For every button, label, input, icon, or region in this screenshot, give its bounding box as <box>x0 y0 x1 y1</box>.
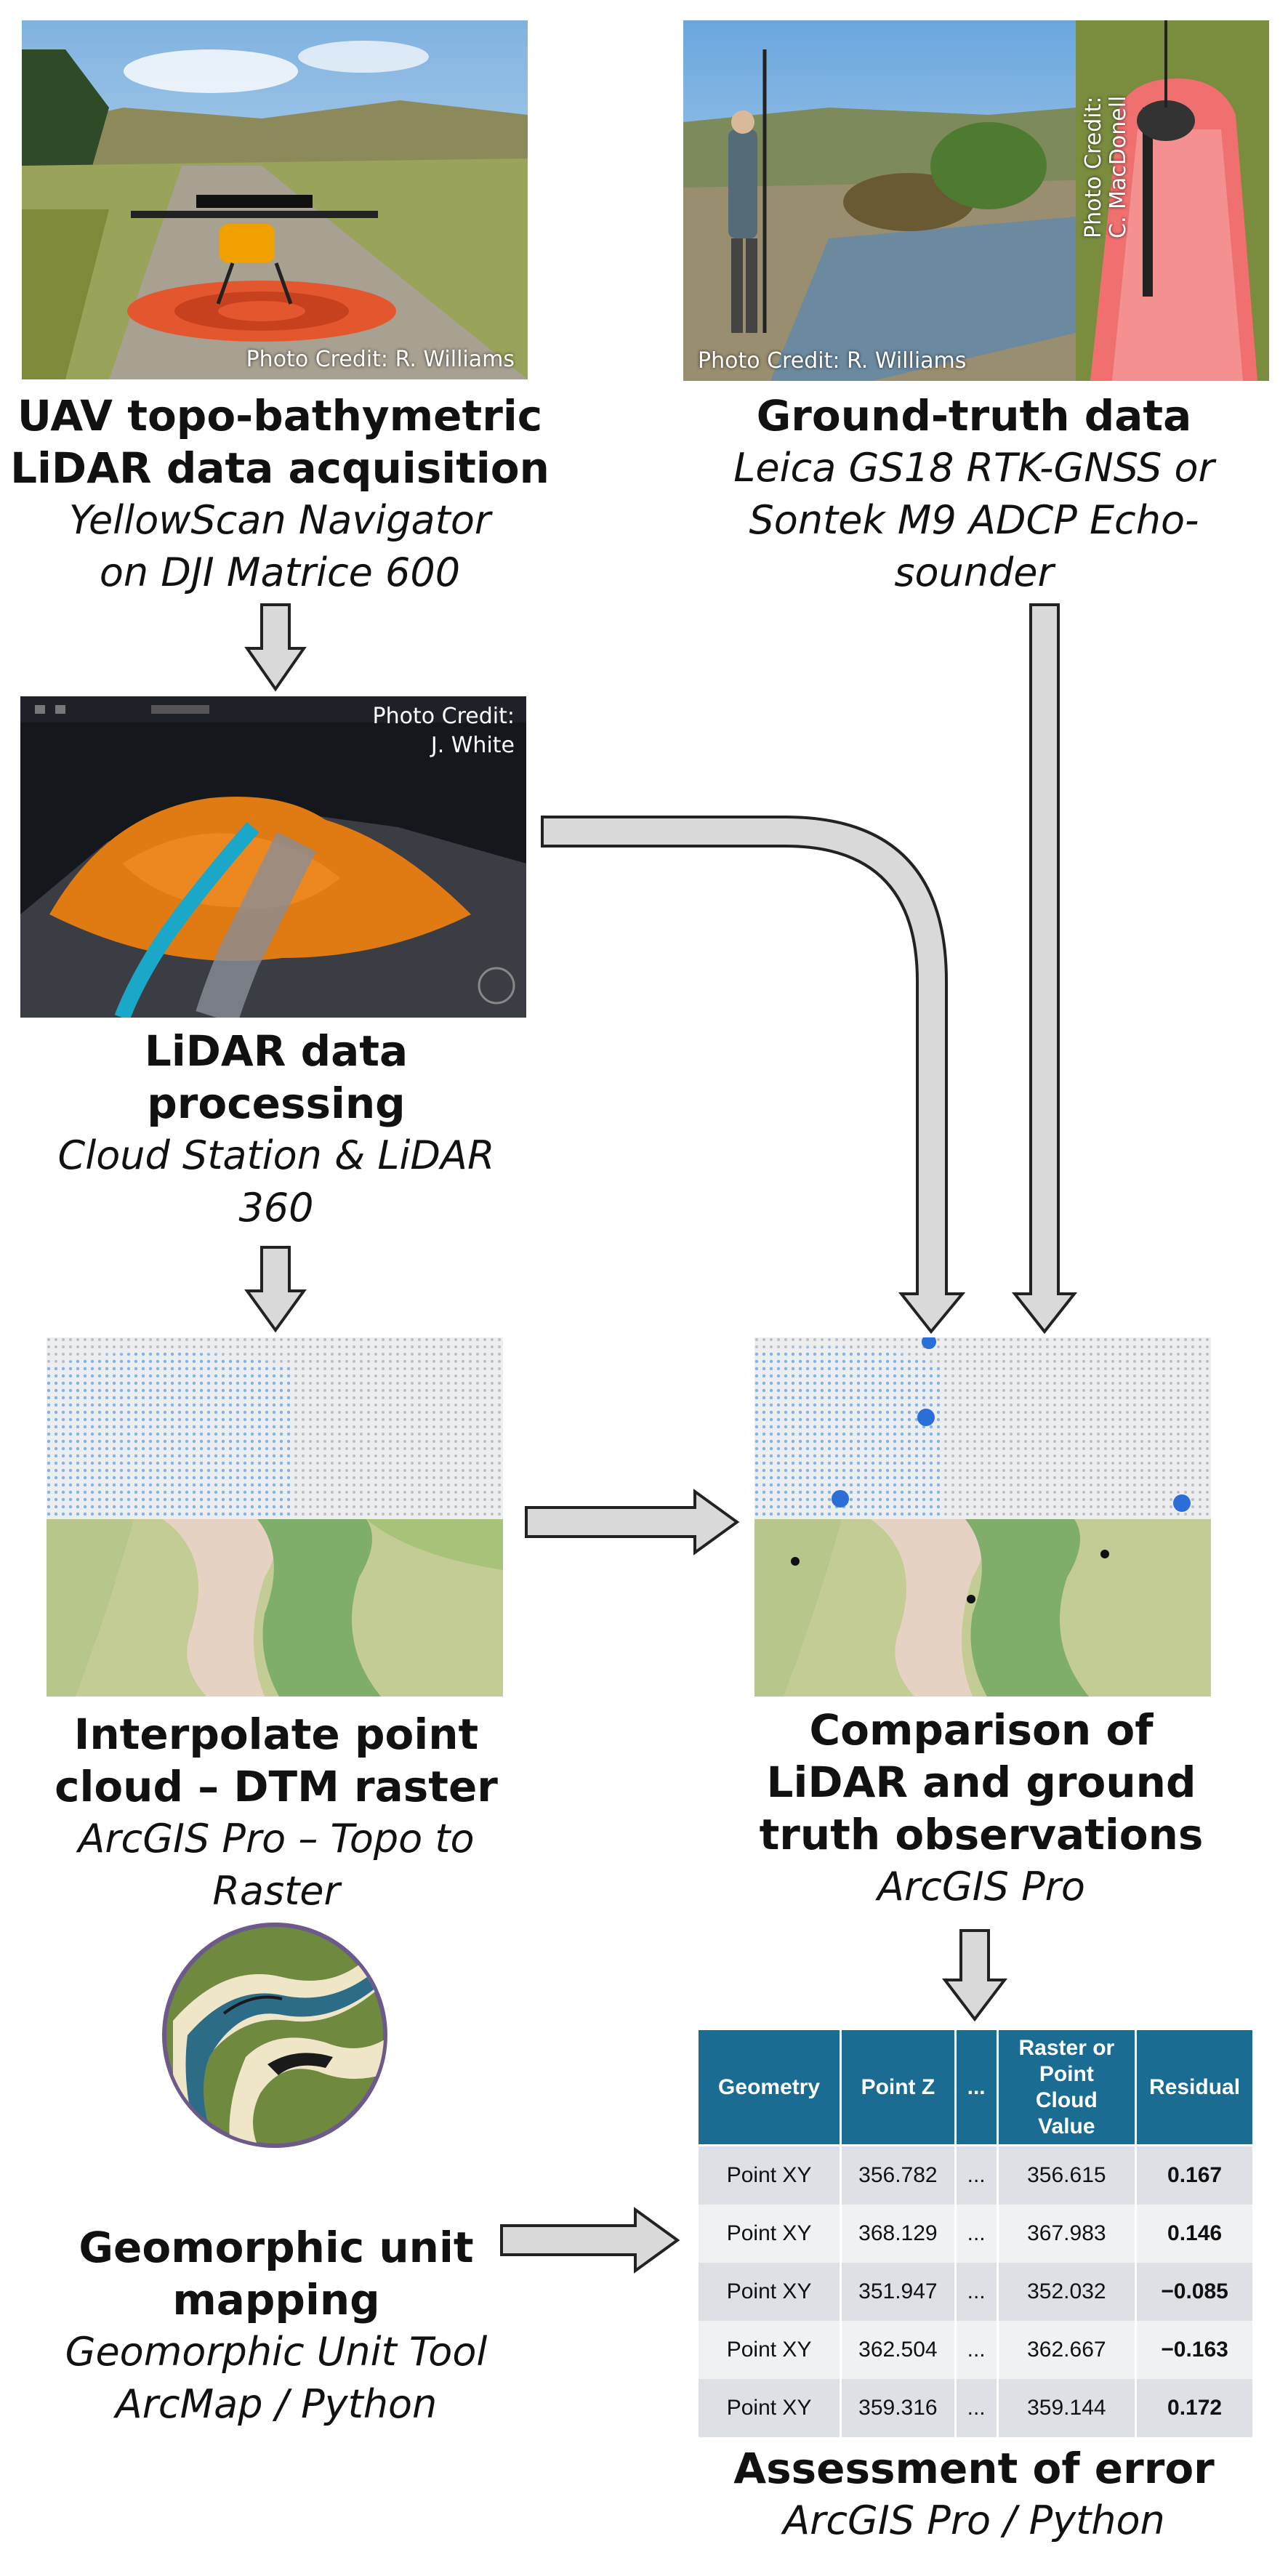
comparison-title-line-2: LiDAR and ground <box>766 1758 1196 1807</box>
cell-ellipsis: ... <box>954 2263 999 2321</box>
cell-residual: 0.172 <box>1135 2379 1255 2437</box>
table-row: Point XY 351.947 ... 352.032 −0.085 <box>696 2263 1255 2321</box>
interpolate-caption: Interpolate point cloud – DTM raster Arc… <box>0 1708 552 1917</box>
processing-title-line-1: LiDAR data <box>144 1026 408 1076</box>
processing-subtitle-line-1: Cloud Station & LiDAR <box>57 1132 495 1178</box>
cell-residual: −0.163 <box>1135 2321 1255 2379</box>
cell-raster-value: 362.667 <box>996 2321 1138 2379</box>
table-row: Point XY 362.504 ... 362.667 −0.163 <box>696 2321 1255 2379</box>
interpolation-art <box>47 1337 503 1696</box>
ground-truth-title: Ground-truth data <box>756 391 1192 440</box>
cell-point-z: 368.129 <box>840 2205 957 2263</box>
table-header-ellipsis: ... <box>954 2028 999 2146</box>
lidar-processing-credit-line-1: Photo Credit: <box>372 704 515 729</box>
lidar-processing-art <box>20 696 526 1018</box>
arrow-processing-to-comparison <box>541 816 966 1335</box>
table-header-residual: Residual <box>1135 2028 1255 2146</box>
cell-ellipsis: ... <box>954 2321 999 2379</box>
geomorphic-caption: Geomorphic unit mapping Geomorphic Unit … <box>0 2221 552 2431</box>
cell-ellipsis: ... <box>954 2205 999 2263</box>
geomorphic-unit-art <box>162 1923 387 2148</box>
uav-title-line-2: LiDAR data acquisition <box>10 443 550 493</box>
cell-point-z: 359.316 <box>840 2379 957 2437</box>
cell-point-z: 356.782 <box>840 2145 957 2205</box>
geomorphic-subtitle-line-2: ArcMap / Python <box>115 2381 438 2427</box>
interpolation-image <box>47 1337 503 1696</box>
table-row: Point XY 368.129 ... 367.983 0.146 <box>696 2205 1255 2263</box>
lidar-processing-credit-line-2: J. White <box>430 733 515 758</box>
arrow-acquisition-to-processing <box>244 603 307 692</box>
comparison-title-line-1: Comparison of <box>809 1705 1154 1755</box>
uav-photo-credit: Photo Credit: R. Williams <box>246 347 515 372</box>
uav-photo: Photo Credit: R. Williams <box>22 20 528 379</box>
arrow-ground-truth-to-comparison <box>1011 603 1078 1335</box>
cell-raster-value: 359.144 <box>996 2379 1138 2437</box>
cell-ellipsis: ... <box>954 2145 999 2205</box>
interpolate-title-line-1: Interpolate point <box>73 1710 479 1759</box>
arrow-processing-to-interpolation <box>244 1246 307 1333</box>
interpolate-subtitle-line-1: ArcGIS Pro – Topo to <box>78 1816 475 1861</box>
table-header-row: Geometry Point Z ... Raster or Point Clo… <box>696 2028 1255 2146</box>
geomorphic-unit-icon <box>158 1919 391 2152</box>
interpolate-title-line-2: cloud – DTM raster <box>55 1762 498 1811</box>
comparison-image <box>754 1337 1211 1696</box>
ground-truth-subtitle-line-1: Leica GS18 RTK-GNSS or <box>733 445 1215 491</box>
cell-ellipsis: ... <box>954 2379 999 2437</box>
cell-point-z: 351.947 <box>840 2263 957 2321</box>
ground-truth-subtitle-line-3: sounder <box>894 550 1054 595</box>
comparison-title-line-3: truth observations <box>759 1810 1204 1859</box>
assessment-caption: Assessment of error ArcGIS Pro / Python <box>683 2442 1265 2547</box>
table-header-point-z: Point Z <box>840 2028 957 2146</box>
uav-photo-art <box>22 20 528 379</box>
arrow-interpolation-to-comparison <box>525 1489 740 1555</box>
comparison-subtitle: ArcGIS Pro <box>877 1864 1085 1909</box>
arrow-comparison-to-assessment <box>941 1929 1008 2022</box>
ground-truth-photo-art <box>683 20 1269 381</box>
uav-subtitle-line-1: YellowScan Navigator <box>68 497 491 543</box>
table-row: Point XY 359.316 ... 359.144 0.172 <box>696 2379 1255 2437</box>
comparison-art <box>754 1337 1211 1696</box>
ground-truth-subtitle-line-2: Sontek M9 ADCP Echo- <box>749 497 1199 543</box>
ground-truth-caption: Ground-truth data Leica GS18 RTK-GNSS or… <box>676 390 1272 599</box>
cell-raster-value: 352.032 <box>996 2263 1138 2321</box>
cell-geometry: Point XY <box>696 2379 842 2437</box>
lidar-processing-credit: Photo Credit: J. White <box>373 702 515 760</box>
processing-title-line-2: processing <box>147 1079 406 1128</box>
uav-caption: UAV topo-bathymetric LiDAR data acquisit… <box>0 390 560 599</box>
assessment-subtitle: ArcGIS Pro / Python <box>783 2497 1165 2543</box>
interpolate-subtitle-line-2: Raster <box>212 1868 340 1914</box>
cell-geometry: Point XY <box>696 2263 842 2321</box>
table-header-raster-value: Raster or Point Cloud Value <box>996 2028 1138 2146</box>
uav-title-line-1: UAV topo-bathymetric <box>17 391 543 440</box>
comparison-caption: Comparison of LiDAR and ground truth obs… <box>691 1704 1272 1913</box>
geomorphic-subtitle-line-1: Geomorphic Unit Tool <box>65 2329 488 2375</box>
cell-residual: 0.146 <box>1135 2205 1255 2263</box>
lidar-processing-screenshot: Photo Credit: J. White <box>20 696 526 1018</box>
error-assessment-table: Geometry Point Z ... Raster or Point Clo… <box>696 2028 1255 2437</box>
assessment-title: Assessment of error <box>733 2444 1215 2493</box>
cell-residual: −0.085 <box>1135 2263 1255 2321</box>
cell-geometry: Point XY <box>696 2145 842 2205</box>
processing-caption: LiDAR data processing Cloud Station & Li… <box>0 1025 552 1234</box>
ground-truth-photo-credit-left: Photo Credit: R. Williams <box>698 348 967 374</box>
cell-geometry: Point XY <box>696 2321 842 2379</box>
cell-raster-value: 356.615 <box>996 2145 1138 2205</box>
ground-truth-photo: Photo Credit: R. Williams Photo Credit: … <box>683 20 1269 381</box>
geomorphic-title-line-2: mapping <box>172 2275 380 2325</box>
cell-geometry: Point XY <box>696 2205 842 2263</box>
geomorphic-title-line-1: Geomorphic unit <box>79 2223 474 2272</box>
table-row: Point XY 356.782 ... 356.615 0.167 <box>696 2145 1255 2205</box>
cell-raster-value: 367.983 <box>996 2205 1138 2263</box>
cell-residual: 0.167 <box>1135 2145 1255 2205</box>
cell-point-z: 362.504 <box>840 2321 957 2379</box>
table-header-geometry: Geometry <box>696 2028 842 2146</box>
uav-subtitle-line-2: on DJI Matrice 600 <box>99 550 461 595</box>
arrow-geomorphic-to-assessment <box>500 2207 680 2274</box>
processing-subtitle-line-2: 360 <box>238 1185 314 1231</box>
